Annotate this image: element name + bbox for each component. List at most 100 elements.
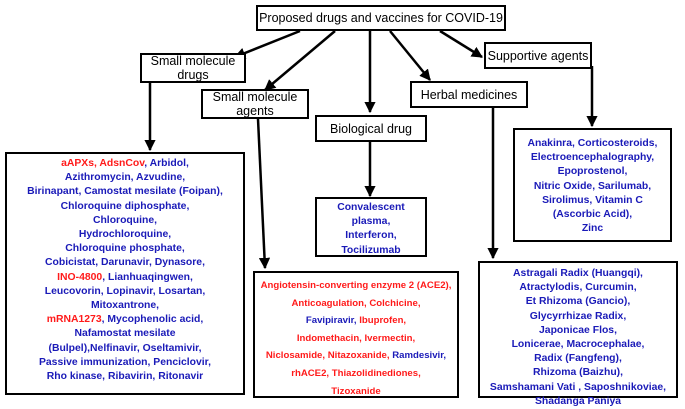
drug-text: Anticoagulation, Colchicine, — [291, 297, 421, 309]
list-line: Cobicistat, Darunavir, Dynasore, — [7, 256, 243, 270]
list-line: Birinapant, Camostat mesilate (Foipan), — [7, 185, 243, 199]
arrow-to-small-molecule-agents — [264, 30, 336, 91]
drug-text: Samshamani Vati , Saposhnikoviae, — [489, 381, 667, 393]
drug-text: Glycyrrhizae Radix, — [529, 310, 627, 322]
drug-text: Radix (Fangfeng), — [534, 353, 622, 365]
herbal-medicines-list: Astragali Radix (Huangqi), Atractylodis, … — [478, 261, 678, 407]
category-small-molecule-agents: Small molecule agents — [201, 89, 309, 119]
list-line: Nafamostat mesilate — [7, 327, 243, 341]
small-molecule-agents-list: Angiotensin-converting enzyme 2 (ACE2), A… — [253, 271, 459, 398]
drug-text: Niclosamide, Nitazoxanide, — [265, 350, 393, 362]
list-line: Mitoxantrone, — [7, 299, 243, 313]
drug-text: aAPXs, AdsnCov — [61, 158, 145, 169]
drug-text: Azithromycin, Azvudine, — [64, 172, 186, 184]
list-line: Tocilizumab — [317, 244, 425, 258]
category-biological-drug: Biological drug — [315, 115, 427, 142]
drug-text: Electroencephalography, — [530, 152, 655, 164]
drug-text: Angiotensin-converting enzyme 2 (ACE2), — [260, 280, 452, 291]
arrow-to-herbal-medicines — [389, 30, 431, 81]
drug-text: Indomethacin, Ivermectin, — [296, 332, 416, 344]
diagram-title: Proposed drugs and vaccines for COVID-19 — [256, 5, 506, 31]
list-line: INO-4800, Lianhuaqingwen, — [7, 271, 243, 285]
list-line: Sirolimus, Vitamin C — [515, 194, 670, 208]
drug-text: Mitoxantrone, — [90, 300, 160, 312]
list-line: Chloroquine phosphate, — [7, 242, 243, 256]
drug-text: Anakinra, Corticosteroids, — [527, 138, 658, 149]
list-line: Lonicerae, Macrocephalae, — [480, 338, 676, 352]
list-line: Tizoxanide — [255, 383, 457, 401]
list-line: Convalescent — [317, 201, 425, 215]
drug-text: Nafamostat mesilate — [74, 328, 176, 340]
list-line: plasma, — [317, 215, 425, 229]
small-molecule-drugs-list: aAPXs, AdsnCov, Arbidol,Azithromycin, Az… — [5, 152, 245, 395]
list-line: Indomethacin, Ivermectin, — [255, 330, 457, 348]
arrow-to-supportive-agents — [439, 29, 483, 59]
list-line: Angiotensin-converting enzyme 2 (ACE2), — [255, 277, 457, 295]
drug-text: Shadanga Paniya — [534, 395, 622, 407]
list-line: Chloroquine, — [7, 214, 243, 228]
list-line: Radix (Fangfeng), — [480, 352, 676, 366]
list-line: Anakinra, Corticosteroids, — [515, 137, 670, 151]
drug-text: Chloroquine phosphate, — [65, 243, 185, 255]
drug-text: , Lianhuaqingwen, — [102, 271, 193, 283]
drug-text: Lonicerae, Macrocephalae, — [511, 339, 645, 351]
drug-text: plasma, — [351, 216, 391, 228]
list-line: aAPXs, AdsnCov, Arbidol, — [7, 157, 243, 171]
list-line: (Bulpel),Nelfinavir, Oseltamivir, — [7, 342, 243, 356]
drug-text: Ramdesivir, — [392, 350, 447, 362]
list-line: Anticoagulation, Colchicine, — [255, 295, 457, 313]
list-line: Atractylodis, Curcumin, — [480, 281, 676, 295]
drug-text: Astragali Radix (Huangqi), — [513, 268, 643, 279]
drug-text: Et Rhizoma (Gancio), — [525, 296, 631, 308]
drug-text: Nitric Oxide, Sarilumab, — [533, 180, 652, 192]
drug-text: Atractylodis, Curcumin, — [519, 282, 637, 294]
drug-text: Cobicistat, Darunavir, Dynasore, — [45, 257, 205, 269]
drug-text: Tizoxanide — [331, 385, 381, 397]
drug-text: , Mycophenolic acid, — [101, 314, 204, 326]
drug-text: Sirolimus, Vitamin C — [542, 194, 643, 206]
drug-text: rhACE2, Thiazolidinediones, — [291, 367, 421, 379]
list-line: Niclosamide, Nitazoxanide, Ramdesivir, — [255, 347, 457, 365]
drug-text: Leucovorin, Lopinavir, Losartan, — [44, 285, 206, 297]
drug-text: Favipiravir, — [305, 315, 360, 327]
drug-text: INO-4800 — [57, 271, 103, 283]
category-small-molecule-drugs: Small molecule drugs — [140, 53, 246, 83]
arrow-small-molecule-agents-list — [256, 118, 271, 270]
list-line: rhACE2, Thiazolidinediones, — [255, 365, 457, 383]
supportive-agents-list: Anakinra, Corticosteroids, Electroencepha… — [513, 128, 672, 242]
drug-text: Rhizoma (Baizhu), — [532, 367, 624, 379]
list-line: Samshamani Vati , Saposhnikoviae, — [480, 381, 676, 395]
drug-text: Chloroquine, — [92, 214, 158, 226]
list-line: Nitric Oxide, Sarilumab, — [515, 180, 670, 194]
drug-text: , Arbidol, — [144, 158, 189, 169]
list-line: Passive immunization, Penciclovir, — [7, 356, 243, 370]
list-line: Interferon, — [317, 229, 425, 243]
list-line: Electroencephalography, — [515, 151, 670, 165]
drug-text: Epoprostenol, — [557, 166, 628, 178]
list-line: Glycyrrhizae Radix, — [480, 310, 676, 324]
drug-text: Japonicae Flos, — [539, 324, 617, 336]
drug-text: Chloroquine diphosphate, — [60, 200, 190, 212]
drug-text: Rho kinase, Ribavirin, Ritonavir — [46, 371, 204, 383]
category-herbal-medicines: Herbal medicines — [410, 81, 528, 108]
list-line: Chloroquine diphosphate, — [7, 200, 243, 214]
list-line: Japonicae Flos, — [480, 324, 676, 338]
drug-text: Passive immunization, Penciclovir, — [38, 356, 212, 368]
list-line: Leucovorin, Lopinavir, Losartan, — [7, 285, 243, 299]
arrow-to-small-molecule-drugs — [233, 29, 301, 59]
list-line: (Ascorbic Acid), — [515, 208, 670, 222]
list-line: Epoprostenol, — [515, 165, 670, 179]
drug-text: Birinapant, Camostat mesilate (Foipan), — [27, 186, 223, 198]
drug-text: Tocilizumab — [341, 244, 401, 256]
drug-text: (Bulpel),Nelfinavir, Oseltamivir, — [48, 342, 202, 354]
drug-text: Ibuprofen, — [359, 315, 407, 327]
list-line: Favipiravir, Ibuprofen, — [255, 312, 457, 330]
list-line: Shadanga Paniya — [480, 395, 676, 409]
list-line: Hydrochloroquine, — [7, 228, 243, 242]
drug-text: Interferon, — [345, 230, 397, 242]
category-supportive-agents: Supportive agents — [484, 42, 592, 69]
list-line: Rho kinase, Ribavirin, Ritonavir — [7, 370, 243, 384]
drug-text: (Ascorbic Acid), — [552, 209, 633, 221]
